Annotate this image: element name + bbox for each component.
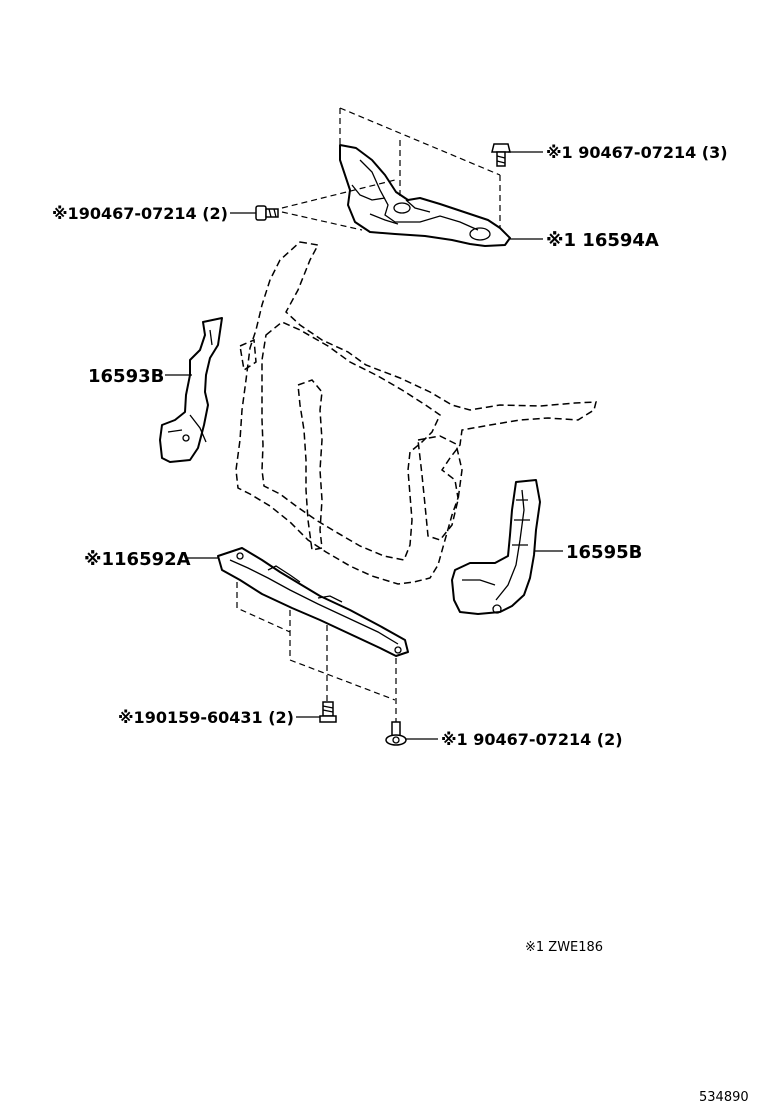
label-bolt-bottom-right: ※1 90467-07214 (2)	[441, 730, 623, 749]
label-part-16592a: ※116592A	[84, 549, 191, 570]
label-bolt-bottom-left: ※190159-60431 (2)	[118, 708, 294, 727]
part-16594a-shape	[339, 144, 511, 247]
label-bolt-top-right: ※1 90467-07214 (3)	[546, 143, 728, 162]
part-16594a-assembly-lines	[281, 107, 501, 231]
part-16592a-shape	[217, 547, 409, 657]
label-bolt-top-left: ※190467-07214 (2)	[52, 204, 228, 223]
part-16592a-assembly-lines	[236, 582, 397, 722]
label-part-16594a: ※1 16594A	[546, 230, 659, 251]
bolt-top-left-icon	[255, 205, 279, 221]
label-part-16595b: 16595B	[566, 542, 642, 563]
catalog-id: 534890	[699, 1090, 749, 1105]
leader-lines	[165, 151, 563, 740]
bolt-top-right-icon	[491, 143, 511, 167]
part-16595b-shape	[451, 479, 541, 615]
bolt-bottom-right-icon	[385, 721, 407, 746]
bolt-bottom-left-icon	[319, 701, 337, 723]
footnote: ※1 ZWE186	[525, 940, 603, 955]
label-part-16593b: 16593B	[88, 366, 164, 387]
part-16593b-shape	[159, 317, 223, 463]
radiator-support-frame	[235, 241, 597, 585]
